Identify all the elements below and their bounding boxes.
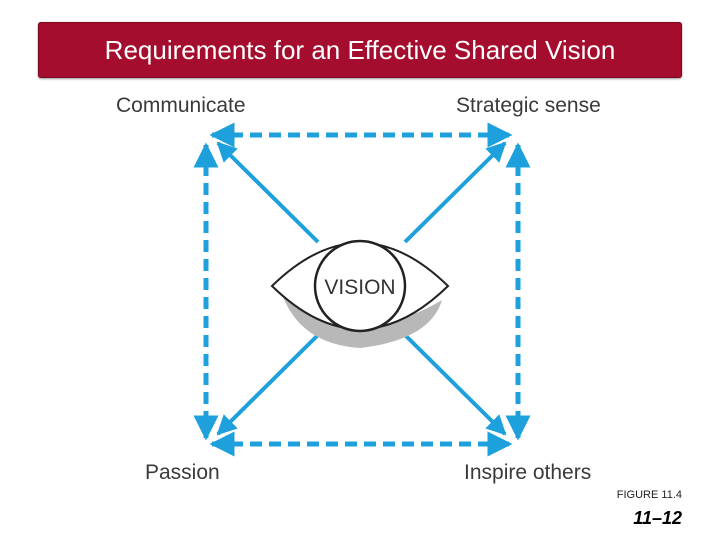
arrow-to-passion	[216, 333, 320, 436]
title-bar: Requirements for an Effective Shared Vis…	[38, 22, 682, 78]
arrow-to-strategic-sense	[403, 141, 507, 244]
label-strategic-sense: Strategic sense	[456, 94, 601, 117]
slide-title: Requirements for an Effective Shared Vis…	[104, 34, 616, 65]
vision-label: VISION	[324, 276, 395, 299]
eye-icon	[270, 239, 450, 348]
label-inspire-others: Inspire others	[464, 461, 592, 484]
figure-caption: FIGURE 11.4	[616, 489, 682, 501]
label-passion: Passion	[145, 461, 220, 484]
arrow-to-communicate	[216, 141, 320, 244]
label-communicate: Communicate	[116, 94, 246, 117]
arrow-to-inspire-others	[403, 333, 507, 436]
page-number: 11–12	[633, 508, 682, 528]
